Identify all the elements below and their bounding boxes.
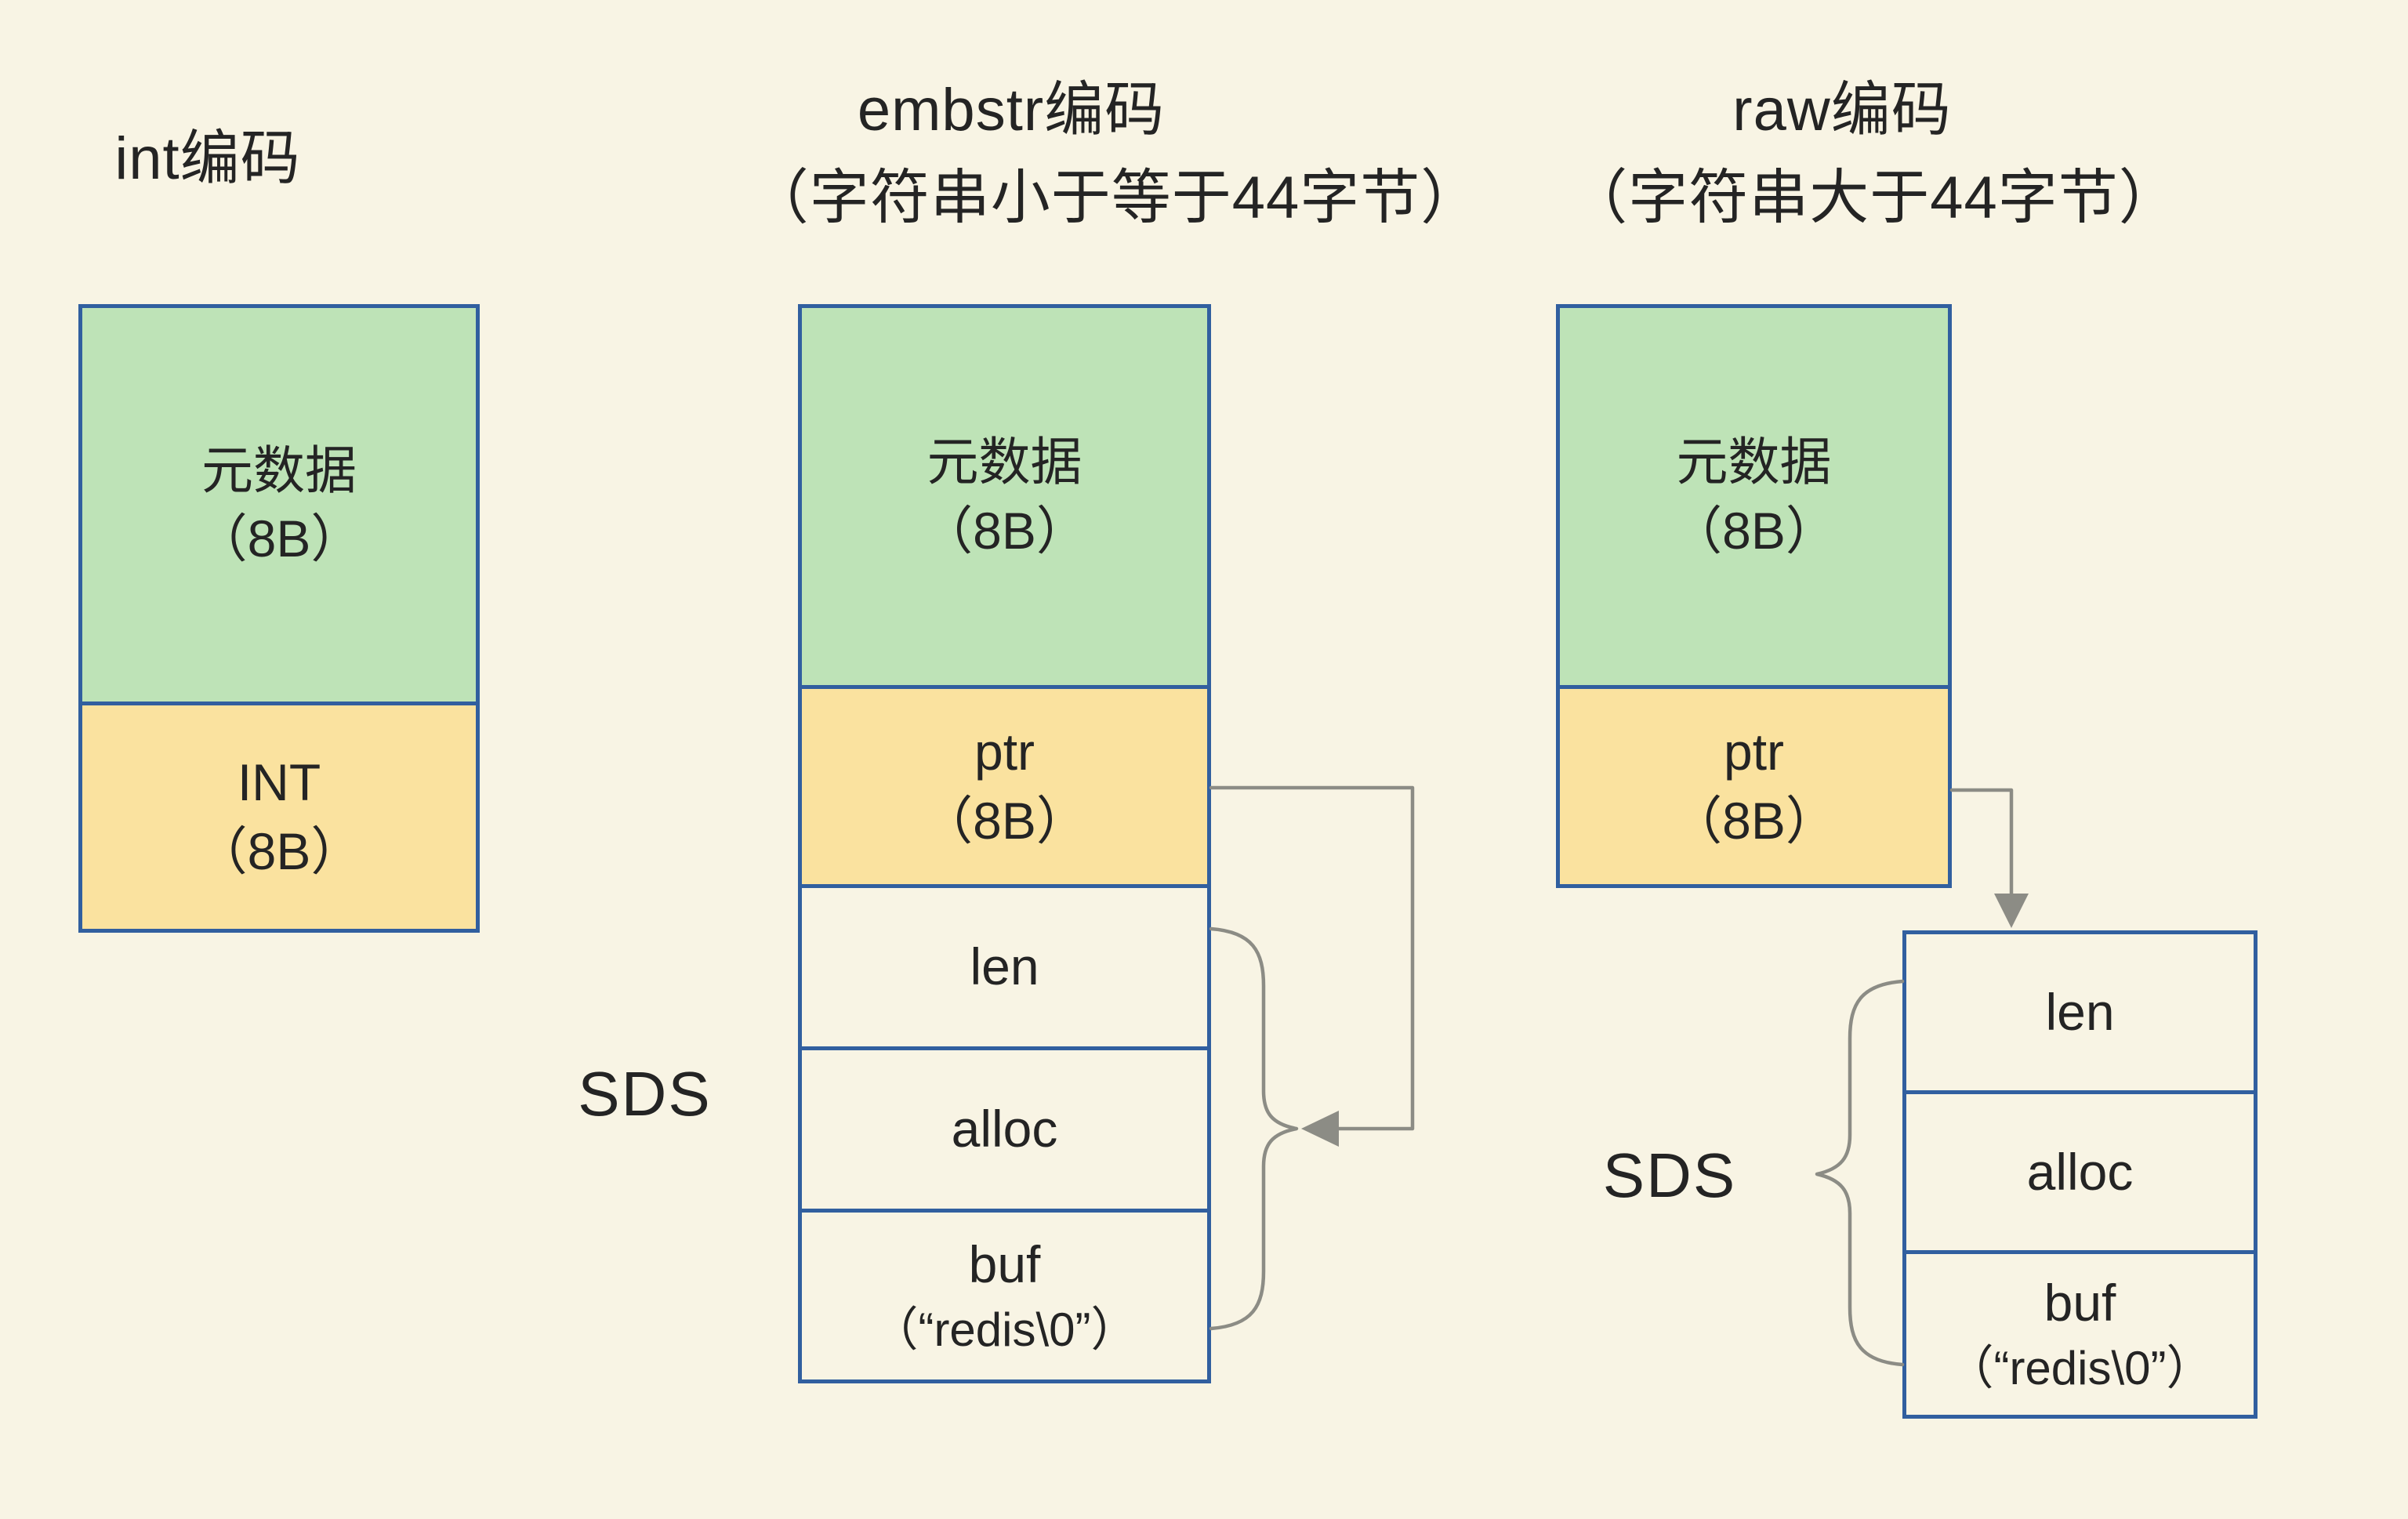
raw-ptr-connector-line xyxy=(1949,788,2014,900)
embstr-sds-len-label: len xyxy=(970,937,1039,996)
raw-encoding-title: raw编码 xyxy=(1732,77,1952,143)
embstr-metadata-cell: 元数据 （8B） xyxy=(802,308,1207,685)
raw-sds-brace xyxy=(1815,979,1905,1367)
embstr-encoding-title: embstr编码 xyxy=(857,77,1166,143)
embstr-sds-alloc-cell: alloc xyxy=(802,1046,1207,1209)
raw-ptr-label: ptr xyxy=(1723,723,1785,781)
raw-metadata-label: 元数据 xyxy=(1676,433,1832,491)
int-encoding-title: int编码 xyxy=(114,125,301,192)
embstr-encoding-subtitle: （字符串小于等于44字节） xyxy=(749,165,1481,231)
raw-sds-box: len alloc buf （“redis\0”） xyxy=(1902,930,2258,1419)
raw-sds-len-cell: len xyxy=(1906,934,2254,1090)
raw-ptr-cell: ptr （8B） xyxy=(1560,685,1948,884)
raw-ptr-size: （8B） xyxy=(1670,791,1837,850)
raw-sds-label: SDS xyxy=(1602,1140,1737,1210)
embstr-ptr-connector-line xyxy=(1209,785,1415,1131)
int-metadata-label: 元数据 xyxy=(201,440,357,499)
raw-metadata-cell: 元数据 （8B） xyxy=(1560,308,1948,685)
int-object-box: 元数据 （8B） INT （8B） xyxy=(78,304,480,933)
embstr-ptr-arrowhead xyxy=(1301,1111,1339,1147)
raw-object-box: 元数据 （8B） ptr （8B） xyxy=(1556,304,1952,888)
embstr-sds-label: SDS xyxy=(578,1058,712,1129)
raw-sds-alloc-label: alloc xyxy=(2026,1142,2134,1201)
int-metadata-cell: 元数据 （8B） xyxy=(82,308,476,701)
embstr-sds-len-cell: len xyxy=(802,888,1207,1046)
raw-sds-alloc-cell: alloc xyxy=(1906,1090,2254,1250)
int-value-label: INT xyxy=(237,753,321,812)
embstr-sds-buf-label: buf xyxy=(968,1235,1041,1294)
raw-metadata-size: （8B） xyxy=(1670,501,1837,560)
raw-sds-buf-label: buf xyxy=(2044,1274,2116,1332)
embstr-metadata-label: 元数据 xyxy=(927,433,1083,491)
embstr-sds-alloc-label: alloc xyxy=(951,1100,1058,1158)
embstr-ptr-size: （8B） xyxy=(921,791,1088,850)
embstr-ptr-label: ptr xyxy=(974,723,1035,781)
int-value-cell: INT （8B） xyxy=(82,701,476,929)
embstr-metadata-size: （8B） xyxy=(921,501,1088,560)
raw-sds-len-label: len xyxy=(2045,982,2115,1041)
embstr-sds-box: len alloc buf （“redis\0”） xyxy=(798,884,1211,1383)
embstr-sds-buf-cell: buf （“redis\0”） xyxy=(802,1209,1207,1379)
embstr-sds-brace xyxy=(1209,926,1299,1331)
embstr-sds-buf-value: （“redis\0”） xyxy=(871,1303,1138,1357)
raw-sds-buf-cell: buf （“redis\0”） xyxy=(1906,1250,2254,1415)
int-metadata-size: （8B） xyxy=(195,509,363,567)
raw-encoding-subtitle: （字符串大于44字节） xyxy=(1568,165,2179,231)
embstr-ptr-cell: ptr （8B） xyxy=(802,685,1207,884)
embstr-object-box: 元数据 （8B） ptr （8B） xyxy=(798,304,1211,888)
raw-sds-buf-value: （“redis\0”） xyxy=(1946,1342,2214,1395)
int-value-size: （8B） xyxy=(195,821,363,880)
raw-ptr-arrowhead xyxy=(1994,894,2029,928)
